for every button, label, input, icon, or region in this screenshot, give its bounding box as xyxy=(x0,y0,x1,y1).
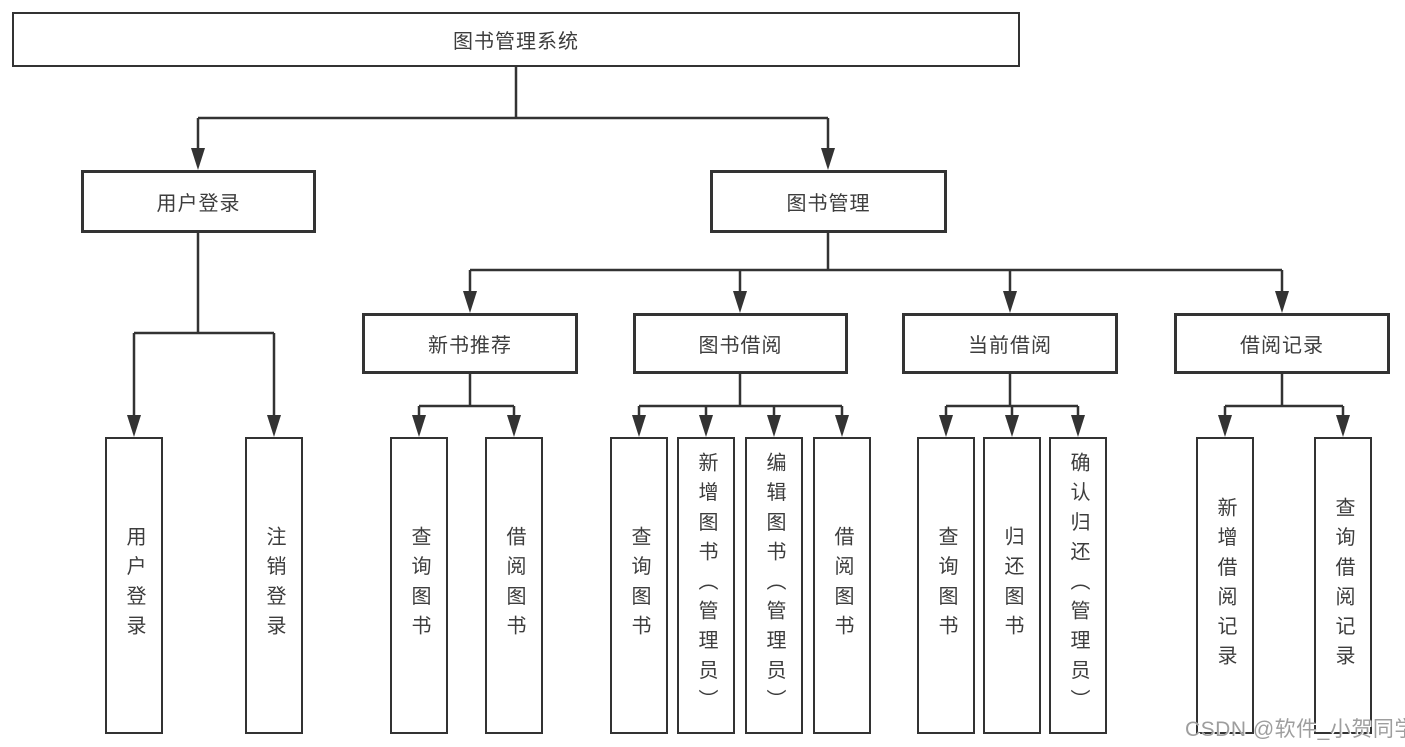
connector-user-login-to-leaves xyxy=(127,233,281,437)
node-label: 用户登录 xyxy=(156,193,241,215)
leaf-label: 编辑图书（管理员） xyxy=(763,452,785,719)
connector-new-book-to-leaves xyxy=(412,374,521,437)
leaf-newbook-query-books: 查询图书 xyxy=(390,437,448,734)
leaf-label: 查询图书 xyxy=(408,526,430,645)
node-new-book-recommend: 新书推荐 xyxy=(362,313,578,374)
leaf-current-query-books: 查询图书 xyxy=(917,437,975,734)
leaf-logout: 注销登录 xyxy=(245,437,303,734)
leaf-current-confirm-return-admin: 确认归还（管理员） xyxy=(1049,437,1107,734)
leaf-label: 借阅图书 xyxy=(831,526,853,645)
leaf-label: 新增图书（管理员） xyxy=(695,452,717,719)
leaf-label: 归还图书 xyxy=(1001,526,1023,645)
node-label: 图书管理系统 xyxy=(453,31,579,53)
leaf-borrow-borrow-books: 借阅图书 xyxy=(813,437,871,734)
connector-book-borrow-to-leaves xyxy=(632,374,849,437)
leaf-user-login: 用户登录 xyxy=(105,437,163,734)
node-label: 当前借阅 xyxy=(968,335,1052,357)
leaf-records-query-borrow-record: 查询借阅记录 xyxy=(1314,437,1372,734)
node-label: 图书借阅 xyxy=(698,335,783,357)
leaf-label: 新增借阅记录 xyxy=(1214,496,1236,675)
leaf-current-return-books: 归还图书 xyxy=(983,437,1041,734)
leaf-borrow-query-books: 查询图书 xyxy=(610,437,668,734)
connector-borrow-records-to-leaves xyxy=(1218,374,1350,437)
leaf-borrow-add-book-admin: 新增图书（管理员） xyxy=(677,437,735,734)
node-current-borrow: 当前借阅 xyxy=(902,313,1118,374)
node-borrow-records: 借阅记录 xyxy=(1174,313,1390,374)
leaf-newbook-borrow-books: 借阅图书 xyxy=(485,437,543,734)
leaf-label: 查询借阅记录 xyxy=(1332,496,1354,675)
node-label: 图书管理 xyxy=(786,193,871,215)
leaf-borrow-edit-book-admin: 编辑图书（管理员） xyxy=(745,437,803,734)
leaf-label: 查询图书 xyxy=(628,526,650,645)
connector-book-management-to-level3 xyxy=(463,233,1289,313)
node-label: 借阅记录 xyxy=(1240,335,1324,357)
connector-current-borrow-to-leaves xyxy=(939,374,1085,437)
node-label: 新书推荐 xyxy=(428,335,512,357)
connector-root-to-level2 xyxy=(191,67,835,170)
csdn-watermark: CSDN @软件_小贺同学 xyxy=(1185,718,1405,741)
node-book-management: 图书管理 xyxy=(710,170,947,233)
leaf-label: 用户登录 xyxy=(123,526,145,645)
leaf-label: 确认归还（管理员） xyxy=(1067,452,1089,719)
leaf-records-add-borrow-record: 新增借阅记录 xyxy=(1196,437,1254,734)
node-library-management-system: 图书管理系统 xyxy=(12,12,1020,67)
node-user-login: 用户登录 xyxy=(81,170,316,233)
leaf-label: 查询图书 xyxy=(935,526,957,645)
node-book-borrow: 图书借阅 xyxy=(633,313,848,374)
leaf-label: 借阅图书 xyxy=(503,526,525,645)
leaf-label: 注销登录 xyxy=(263,526,285,645)
